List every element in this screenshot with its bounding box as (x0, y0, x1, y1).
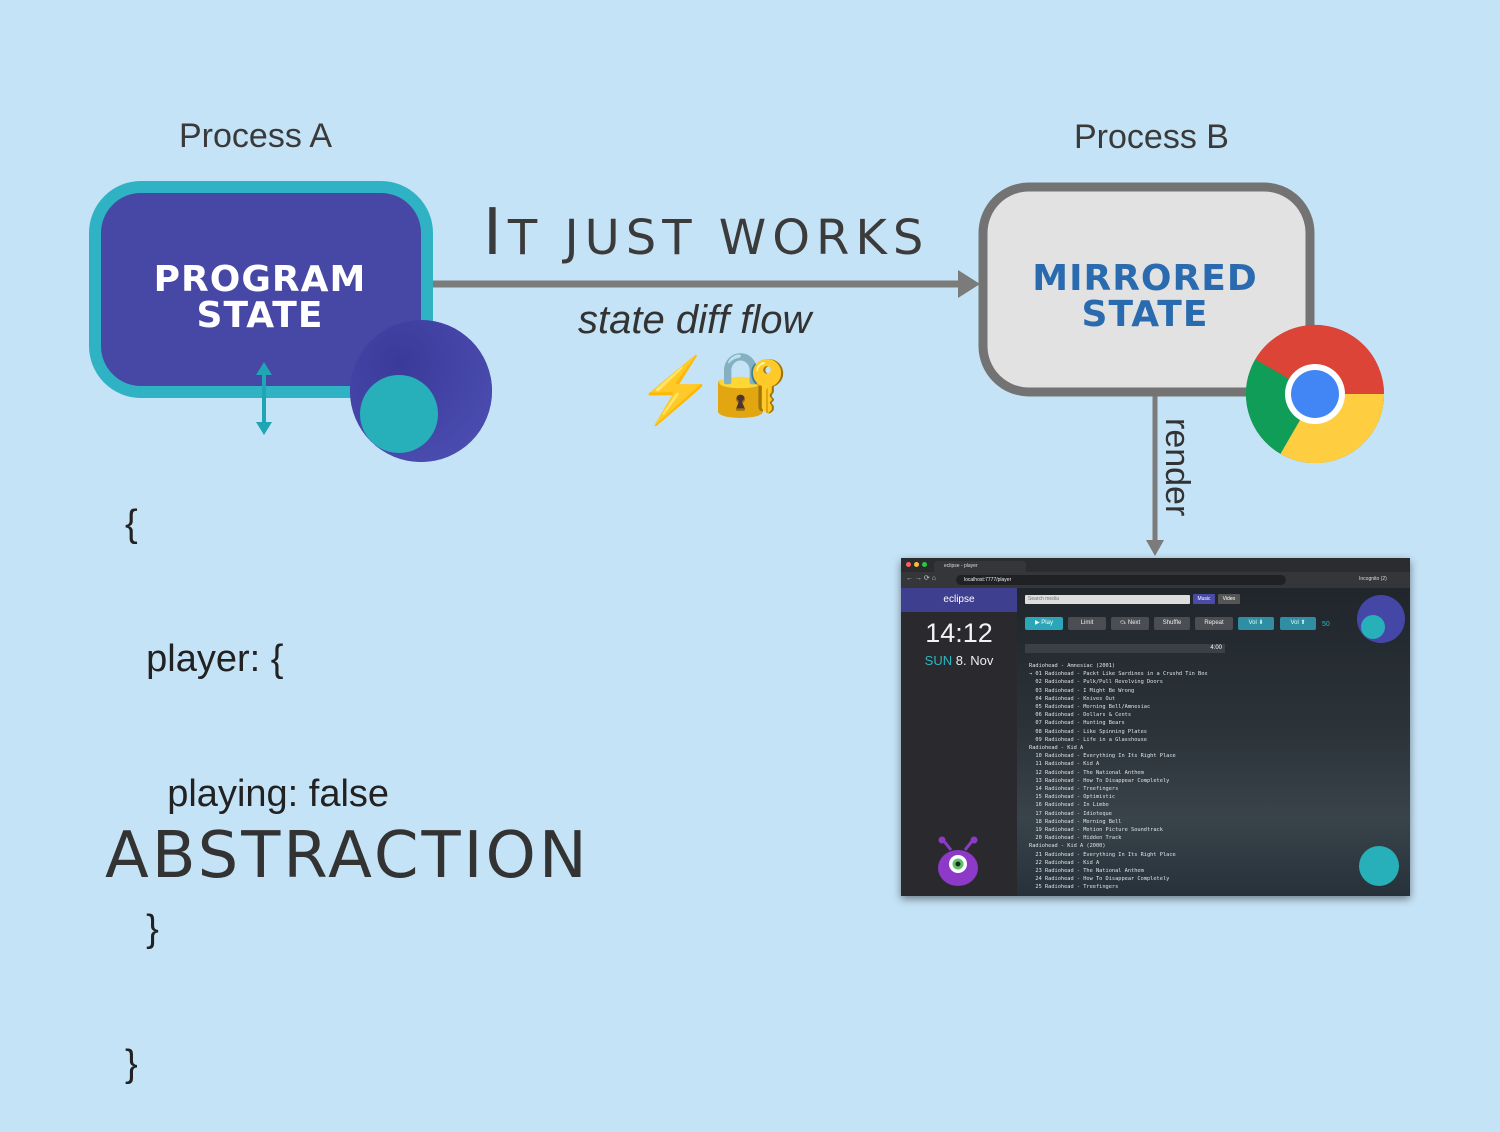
browser-screenshot: eclipse - player ← → ⟳ ⌂ localhost:7777/… (901, 558, 1410, 896)
code-line: playing: false (125, 773, 390, 815)
volume-up-button[interactable]: Vol ⬆ (1280, 617, 1316, 630)
render-arrowhead (1146, 540, 1164, 556)
next-button[interactable]: ⤼ Next (1111, 617, 1149, 630)
volume-down-button[interactable]: Vol ⬇ (1238, 617, 1274, 630)
sync-double-arrow (256, 362, 272, 435)
mirrored-state-title: MIRRORED STATE (1020, 261, 1270, 333)
date-text: 8. Nov (955, 653, 994, 668)
shuffle-button[interactable]: Shuffle (1154, 617, 1190, 630)
tab-title: eclipse - player (944, 563, 978, 569)
abstraction-title: ABSTRACTION (105, 819, 590, 893)
code-line: } (125, 908, 159, 950)
program-state-box (89, 181, 433, 398)
play-button[interactable]: ▶ Play (1025, 617, 1063, 630)
video-toggle[interactable]: Video (1218, 594, 1240, 604)
headline-rest: T JUST WORKS (507, 210, 930, 266)
code-line: } (125, 1043, 138, 1085)
alien-mascot-icon (938, 836, 978, 886)
progress-bar[interactable]: 4:00 (1025, 644, 1225, 653)
eclipse-logo-icon (350, 320, 492, 462)
code-line: player: { (125, 638, 284, 680)
bolt-icon: ⚡ (636, 354, 716, 426)
program-state-title: PROGRAM STATE (130, 262, 390, 334)
eclipse-logo-small-icon (1357, 595, 1405, 643)
render-label: render (1158, 418, 1196, 517)
mirrored-state-line1: MIRRORED (1032, 258, 1258, 299)
headline: IT JUST WORKS (483, 196, 929, 270)
search-input[interactable]: Search media (1025, 595, 1190, 604)
program-state-line2: STATE (196, 295, 324, 336)
app-sidebar: eclipse 14:12 SUN 8. Nov (901, 588, 1017, 896)
url-text: localhost:7777/player (964, 577, 1012, 583)
limit-button[interactable]: Limit (1068, 617, 1106, 630)
progress-time: 4:00 (1210, 645, 1222, 651)
browser-toolbar: ← → ⟳ ⌂ localhost:7777/player Incognito … (901, 572, 1410, 588)
clock: 14:12 (925, 618, 993, 648)
mirrored-state-box (978, 182, 1315, 397)
address-bar[interactable]: localhost:7777/player (956, 575, 1286, 585)
program-state-line1: PROGRAM (153, 259, 367, 300)
state-diff-flow-label: state diff flow (578, 298, 812, 342)
minimize-window-dot[interactable] (914, 562, 919, 567)
headline-initial: I (483, 196, 508, 270)
browser-tab[interactable]: eclipse - player (934, 561, 1026, 572)
nav-icons[interactable]: ← → ⟳ ⌂ (906, 575, 936, 582)
chrome-icon (1245, 324, 1384, 464)
state-diff-arrowhead (958, 270, 980, 298)
code-line: { (125, 503, 138, 545)
diagram-canvas (89, 181, 1384, 556)
browser-tab-bar: eclipse - player (901, 558, 1410, 572)
process-a-label: Process A (179, 117, 333, 155)
profile-badge[interactable]: Incognito (2) (1359, 576, 1387, 582)
volume-value: 50 (1322, 621, 1330, 628)
day-of-week: SUN (924, 653, 953, 668)
repeat-button[interactable]: Repeat (1195, 617, 1233, 630)
mirrored-state-line2: STATE (1081, 294, 1209, 335)
music-toggle[interactable]: Music (1193, 594, 1215, 604)
state-code: { player: { playing: false } } (125, 412, 389, 1132)
maximize-window-dot[interactable] (922, 562, 927, 567)
eclipse-teal-dot-icon (1359, 846, 1399, 886)
close-window-dot[interactable] (906, 562, 911, 567)
app-main: Search media Music Video ▶ Play Limit ⤼ … (1017, 588, 1410, 896)
lock-key-icon: 🔐 (712, 350, 790, 419)
app-name: eclipse (901, 588, 1017, 612)
date: SUN 8. Nov (901, 653, 1017, 668)
process-b-label: Process B (1074, 118, 1229, 156)
playlist[interactable]: Radiohead - Amnesiac (2001) → 01 Radiohe… (1029, 663, 1208, 891)
